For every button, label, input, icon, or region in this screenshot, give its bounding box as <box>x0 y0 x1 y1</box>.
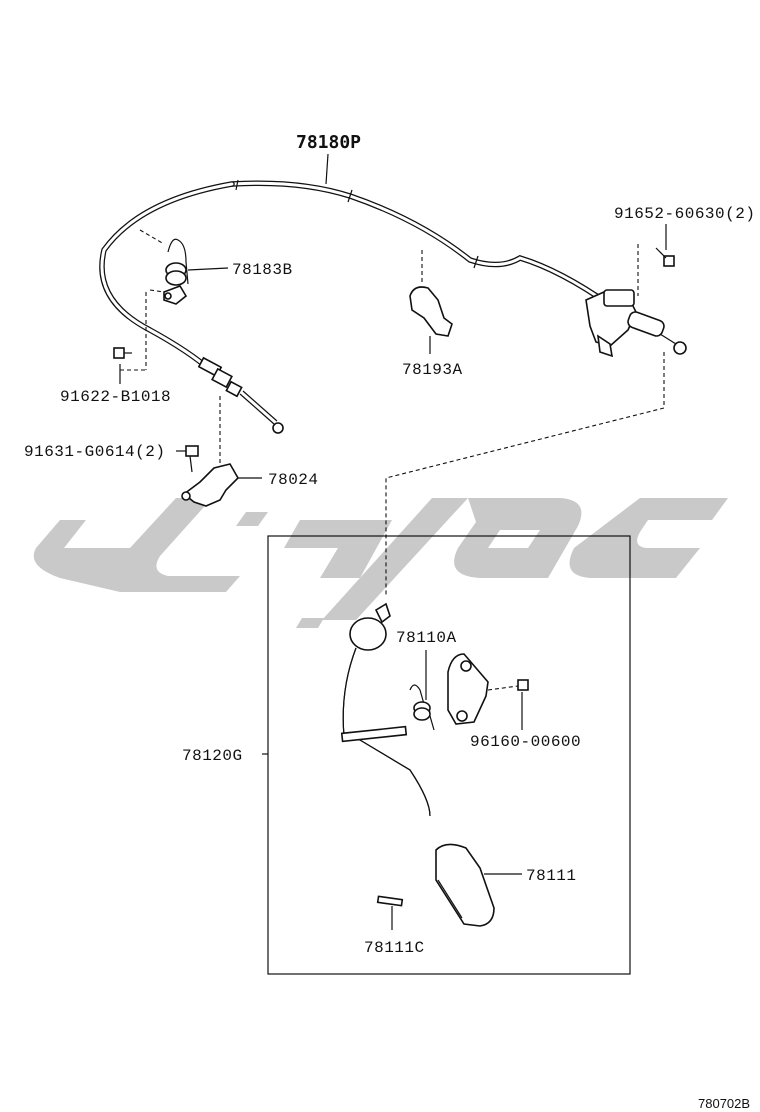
spring-78110A-icon <box>409 650 435 731</box>
bracket-78024-icon <box>181 396 262 507</box>
watermark-logo <box>33 498 728 628</box>
label-78111: 78111 <box>526 867 577 885</box>
pedal-link-dashed <box>385 407 665 596</box>
accelerator-cable <box>99 179 613 434</box>
clamp-78193A-icon <box>409 250 453 354</box>
pedal-bracket-icon <box>447 653 489 725</box>
figure-code: 780702B <box>698 1096 750 1111</box>
pedal-pad-78111-icon <box>435 843 522 927</box>
cable-throttle-end <box>585 244 687 408</box>
label-78024: 78024 <box>268 471 319 489</box>
label-78180P: 78180P <box>296 132 361 153</box>
label-78110A: 78110A <box>396 629 457 647</box>
pedal-arm-icon <box>340 602 431 817</box>
label-91622: 91622-B1018 <box>60 388 171 406</box>
label-78111C: 78111C <box>364 939 425 957</box>
bolt-91631-icon <box>176 445 199 473</box>
label-91631: 91631-G0614(2) <box>24 443 165 461</box>
pin-78111C-icon <box>376 895 404 930</box>
nut-96160-icon <box>487 679 529 730</box>
label-78120G: 78120G <box>182 747 243 765</box>
bolt-91622-icon <box>113 292 147 384</box>
label-96160: 96160-00600 <box>470 733 581 751</box>
label-78193A: 78193A <box>402 361 463 379</box>
label-91652: 91652-60630(2) <box>614 205 755 223</box>
bolt-91652-icon <box>655 247 675 267</box>
pedal-assembly-box <box>267 535 631 975</box>
clamp-78183B-icon <box>139 229 229 305</box>
label-78183B: 78183B <box>232 261 293 279</box>
